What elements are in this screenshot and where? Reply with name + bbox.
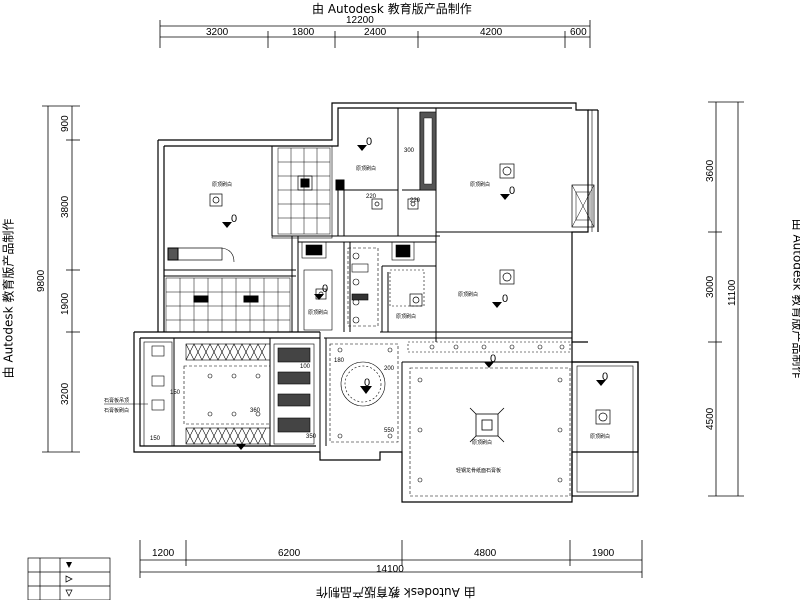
bottom-dim-2: 6200 xyxy=(278,548,301,559)
bottom-dim-1: 1200 xyxy=(152,548,175,559)
small-dim-150b: 150 xyxy=(170,390,181,396)
room-label-3: 原顶刷白 xyxy=(356,165,376,172)
annotation-1: 石膏板吊顶 xyxy=(104,397,129,404)
room-label-7: 原顶刷白 xyxy=(472,439,492,446)
elevation-0-b: 0 xyxy=(366,136,372,148)
room-label-8: 原顶刷白 xyxy=(590,433,610,440)
kitchen-tile-grid xyxy=(165,277,291,333)
bottom-dim-4: 1900 xyxy=(592,548,615,559)
bottom-dimension-chain xyxy=(139,540,643,578)
top-dim-4: 4200 xyxy=(480,27,503,38)
left-dim-1: 900 xyxy=(60,115,71,132)
top-dim-5: 600 xyxy=(570,27,587,38)
feature-ceilings xyxy=(143,341,571,497)
small-dim-300: 300 xyxy=(404,148,415,154)
watermark-top: 由 Autodesk 教育版产品制作 xyxy=(312,2,472,16)
top-dim-3: 2400 xyxy=(364,27,387,38)
elevation-0-d: 0 xyxy=(502,293,508,305)
room-label-2: 原顶刷白 xyxy=(470,181,490,188)
interior-walls xyxy=(164,108,572,452)
left-dimension-chain xyxy=(42,105,80,453)
watermark-bottom: 由 Autodesk 教育版产品制作 xyxy=(316,585,476,599)
elevation-0-f: 0 xyxy=(490,353,496,365)
watermark-left: 由 Autodesk 教育版产品制作 xyxy=(1,218,16,379)
top-total-dim: 12200 xyxy=(346,15,374,26)
annotation-3: 轻钢龙骨纸面石膏板 xyxy=(456,467,501,474)
small-dim-180: 180 xyxy=(334,358,345,364)
bottom-dim-3: 4800 xyxy=(474,548,497,559)
top-dim-2: 1800 xyxy=(292,27,315,38)
small-dim-220b: 220 xyxy=(410,198,421,204)
small-dim-200: 200 xyxy=(384,366,395,372)
right-dim-3: 4500 xyxy=(705,407,716,430)
small-dim-360: 360 xyxy=(250,408,261,414)
annotation-2: 石膏板刷白 xyxy=(104,407,129,414)
small-dim-100: 100 xyxy=(300,364,311,370)
watermark-right: 由 Autodesk 教育版产品制作 xyxy=(790,219,800,379)
elevation-markers xyxy=(222,145,606,450)
right-dim-1: 3600 xyxy=(705,159,716,182)
right-total-dim: 11100 xyxy=(727,279,738,306)
living-room-chandelier xyxy=(469,407,505,443)
left-dim-4: 3200 xyxy=(60,382,71,405)
legend-table xyxy=(27,557,111,600)
small-dim-550: 550 xyxy=(384,428,395,434)
bathroom-tile-grid xyxy=(277,147,331,235)
room-label-5: 原顶刷白 xyxy=(396,313,416,320)
right-dim-2: 3000 xyxy=(705,275,716,298)
small-dim-350: 350 xyxy=(306,434,317,440)
elevation-0-e: 0 xyxy=(322,283,328,295)
corridor-lights xyxy=(301,241,425,331)
left-dim-2: 3800 xyxy=(60,195,71,218)
elevation-0-h: 0 xyxy=(364,377,370,389)
exterior-walls xyxy=(133,102,639,503)
bottom-total-dim: 14100 xyxy=(376,564,404,575)
elevation-0-a: 0 xyxy=(231,213,237,225)
bathroom-exhaust xyxy=(297,175,313,191)
room-label-4: 原顶刷白 xyxy=(458,291,478,298)
kitchen-fixture xyxy=(193,295,209,303)
room-label-6: 原顶刷白 xyxy=(308,309,328,316)
small-dim-150a: 150 xyxy=(150,436,161,442)
room-label-1: 原顶刷白 xyxy=(212,181,232,188)
elevation-0-g: 0 xyxy=(602,371,608,383)
left-dim-3: 1900 xyxy=(60,292,71,315)
top-dimension-chain xyxy=(159,20,591,48)
left-total-dim: 9800 xyxy=(36,269,47,292)
top-dim-1: 3200 xyxy=(206,27,229,38)
small-dim-220a: 220 xyxy=(366,194,377,200)
elevation-0-c: 0 xyxy=(509,185,515,197)
right-dimension-chain xyxy=(708,101,744,497)
